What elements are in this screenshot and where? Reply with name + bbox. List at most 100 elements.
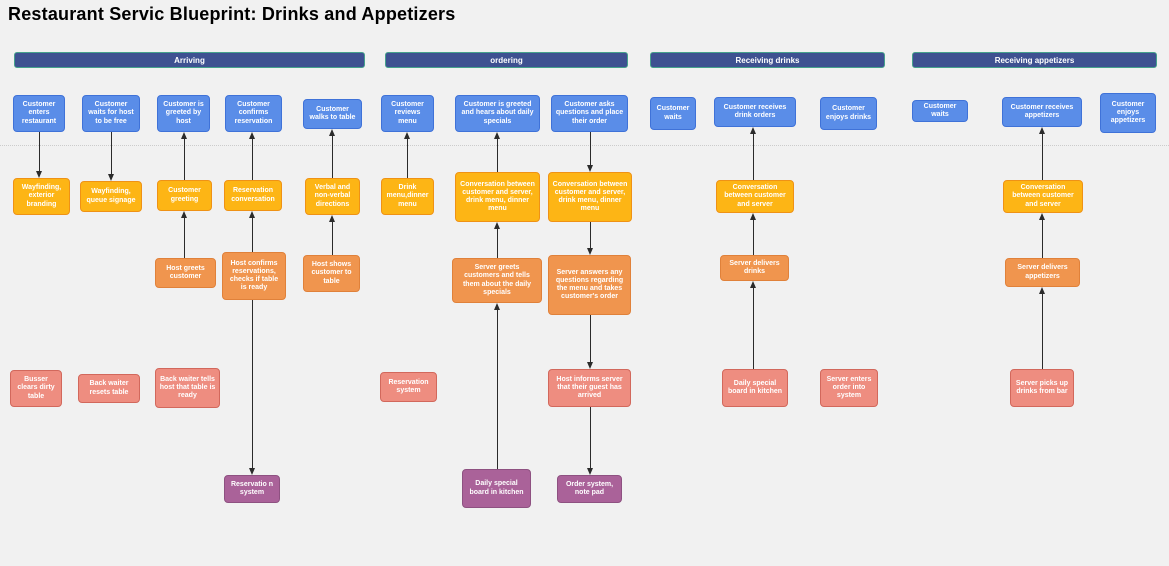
connector-line	[497, 227, 498, 258]
backstage-actions-node[interactable]: Busser clears dirty table	[10, 370, 62, 407]
phase-header[interactable]: Arriving	[14, 52, 365, 68]
phase-header[interactable]: Receiving appetizers	[912, 52, 1157, 68]
phase-header[interactable]: ordering	[385, 52, 628, 68]
arrowhead-up-icon	[750, 281, 756, 288]
flow-arrow	[248, 211, 257, 252]
customer-actions-node[interactable]: Customer asks questions and place their …	[551, 95, 628, 132]
line-of-interaction	[0, 145, 1169, 146]
arrowhead-down-icon	[36, 171, 42, 178]
customer-actions-node[interactable]: Customer waits	[912, 100, 968, 122]
physical-evidence-node[interactable]: Conversation between customer and server…	[455, 172, 540, 222]
connector-line	[184, 216, 185, 258]
connector-line	[332, 220, 333, 255]
arrowhead-down-icon	[249, 468, 255, 475]
flow-arrow	[749, 127, 758, 180]
support-processes-node[interactable]: Reservatio n system	[224, 475, 280, 503]
arrowhead-down-icon	[587, 165, 593, 172]
connector-line	[590, 315, 591, 364]
customer-actions-node[interactable]: Customer enjoys appetizers	[1100, 93, 1156, 133]
arrowhead-up-icon	[494, 303, 500, 310]
customer-actions-node[interactable]: Customer enters restaurant	[13, 95, 65, 132]
connector-line	[753, 132, 754, 180]
page-title: Restaurant Servic Blueprint: Drinks and …	[8, 4, 456, 24]
flow-arrow	[180, 211, 189, 258]
connector-line	[590, 407, 591, 470]
phase-header[interactable]: Receiving drinks	[650, 52, 885, 68]
arrowhead-down-icon	[587, 468, 593, 475]
flow-arrow	[1038, 287, 1047, 369]
arrowhead-up-icon	[329, 129, 335, 136]
arrowhead-up-icon	[1039, 287, 1045, 294]
connector-line	[39, 132, 40, 173]
connector-line	[252, 300, 253, 470]
customer-actions-node[interactable]: Customer walks to table	[303, 99, 362, 129]
connector-line	[1042, 132, 1043, 180]
backstage-actions-node[interactable]: Daily special board in kitchen	[722, 369, 788, 407]
physical-evidence-node[interactable]: Verbal and non-verbal directions	[305, 178, 360, 215]
frontstage-actions-node[interactable]: Host shows customer to table	[303, 255, 360, 292]
backstage-actions-node[interactable]: Back waiter tells host that table is rea…	[155, 368, 220, 408]
connector-line	[407, 137, 408, 178]
customer-actions-node[interactable]: Customer reviews menu	[381, 95, 434, 132]
flow-arrow	[248, 132, 257, 180]
flow-arrow	[1038, 127, 1047, 180]
flow-arrow	[586, 407, 595, 475]
connector-line	[753, 218, 754, 255]
customer-actions-node[interactable]: Customer receives appetizers	[1002, 97, 1082, 127]
backstage-actions-node[interactable]: Server picks up drinks from bar	[1010, 369, 1074, 407]
flow-arrow	[35, 132, 44, 178]
frontstage-actions-node[interactable]: Server answers any questions regarding t…	[548, 255, 631, 315]
connector-line	[1042, 218, 1043, 258]
connector-line	[252, 137, 253, 180]
arrowhead-down-icon	[587, 362, 593, 369]
flow-arrow	[328, 215, 337, 255]
customer-actions-node[interactable]: Customer is greeted by host	[157, 95, 210, 132]
connector-line	[111, 132, 112, 176]
support-processes-node[interactable]: Order system, note pad	[557, 475, 622, 503]
flow-arrow	[586, 315, 595, 369]
flow-arrow	[248, 300, 257, 475]
arrowhead-up-icon	[1039, 213, 1045, 220]
frontstage-actions-node[interactable]: Host greets customer	[155, 258, 216, 288]
frontstage-actions-node[interactable]: Host confirms reservations, checks if ta…	[222, 252, 286, 300]
physical-evidence-node[interactable]: Customer greeting	[157, 180, 212, 211]
arrowhead-down-icon	[108, 174, 114, 181]
physical-evidence-node[interactable]: Drink menu,dinner menu	[381, 178, 434, 215]
backstage-actions-node[interactable]: Server enters order into system	[820, 369, 878, 407]
backstage-actions-node[interactable]: Back waiter resets table	[78, 374, 140, 403]
physical-evidence-node[interactable]: Reservation conversation	[224, 180, 282, 211]
physical-evidence-node[interactable]: Wayfinding, exterior branding	[13, 178, 70, 215]
connector-line	[184, 137, 185, 180]
arrowhead-up-icon	[494, 132, 500, 139]
customer-actions-node[interactable]: Customer waits	[650, 97, 696, 130]
frontstage-actions-node[interactable]: Server delivers appetizers	[1005, 258, 1080, 287]
frontstage-actions-node[interactable]: Server greets customers and tells them a…	[452, 258, 542, 303]
physical-evidence-node[interactable]: Conversation between customer and server	[716, 180, 794, 213]
physical-evidence-node[interactable]: Conversation between customer and server	[1003, 180, 1083, 213]
arrowhead-up-icon	[494, 222, 500, 229]
connector-line	[590, 132, 591, 167]
customer-actions-node[interactable]: Customer confirms reservation	[225, 95, 282, 132]
customer-actions-node[interactable]: Customer waits for host to be free	[82, 95, 140, 132]
arrowhead-up-icon	[181, 211, 187, 218]
arrowhead-up-icon	[249, 211, 255, 218]
support-processes-node[interactable]: Daily special board in kitchen	[462, 469, 531, 508]
flow-arrow	[1038, 213, 1047, 258]
connector-line	[590, 222, 591, 250]
backstage-actions-node[interactable]: Reservation system	[380, 372, 437, 402]
customer-actions-node[interactable]: Customer receives drink orders	[714, 97, 796, 127]
physical-evidence-node[interactable]: Wayfinding, queue signage	[80, 181, 142, 212]
physical-evidence-node[interactable]: Conversation between customer and server…	[548, 172, 632, 222]
frontstage-actions-node[interactable]: Server delivers drinks	[720, 255, 789, 281]
connector-line	[252, 216, 253, 252]
customer-actions-node[interactable]: Customer enjoys drinks	[820, 97, 877, 130]
flow-arrow	[107, 132, 116, 181]
flow-arrow	[586, 132, 595, 172]
backstage-actions-node[interactable]: Host informs server that their guest has…	[548, 369, 631, 407]
arrowhead-up-icon	[750, 127, 756, 134]
connector-line	[497, 308, 498, 469]
customer-actions-node[interactable]: Customer is greeted and hears about dail…	[455, 95, 540, 132]
flow-arrow	[586, 222, 595, 255]
flow-arrow	[749, 213, 758, 255]
